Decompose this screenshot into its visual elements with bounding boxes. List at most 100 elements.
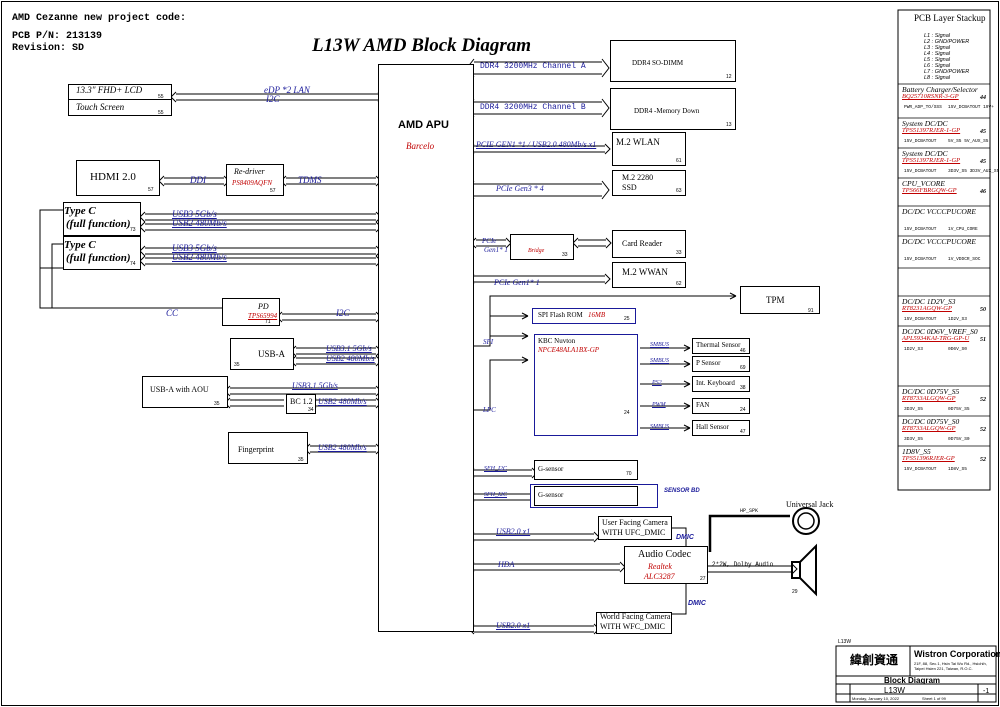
pcie-bridge-label-1: PCIe bbox=[482, 237, 497, 245]
project-code: AMD Cezanne new project code: bbox=[12, 13, 187, 24]
usba-usb31: USB3.1 5Gb/s bbox=[326, 344, 372, 353]
power-title: DC/DC 0D75V_S5 bbox=[902, 387, 960, 396]
tb-sheet: Sheet 1 of 99 bbox=[922, 696, 946, 701]
tb-rev: -1 bbox=[983, 688, 990, 695]
power-rail: 15V_DCBATOUT bbox=[904, 257, 937, 262]
fingerprint-usb2: USB2 480Mb/s bbox=[318, 443, 367, 452]
lcd-pin: 55 bbox=[158, 94, 164, 100]
fingerprint-block bbox=[228, 432, 308, 464]
smbus2-label: SMBUS bbox=[650, 358, 669, 364]
power-rail: 0D6V_S0 bbox=[948, 347, 967, 352]
fan-block bbox=[692, 398, 750, 414]
ddr-sodimm-label: DDR4 SO-DIMM bbox=[632, 59, 684, 67]
power-title: CPU_VCORE bbox=[902, 179, 945, 188]
sfh-i2c2-label: SFH_I2C bbox=[484, 492, 507, 498]
power-rail: 15V_DCBATOUT bbox=[904, 169, 937, 174]
bc12-pin: 34 bbox=[308, 407, 314, 413]
gsensor1-pin: 70 bbox=[626, 471, 632, 477]
hall-pin: 47 bbox=[740, 429, 746, 435]
cardreader-block bbox=[612, 230, 686, 258]
tpm-block bbox=[740, 286, 820, 314]
tpm-pin: 91 bbox=[808, 308, 814, 314]
typec1-usb3: USB3 5Gb/s bbox=[172, 209, 217, 219]
universal-jack-label: Universal Jack bbox=[786, 500, 834, 509]
ddr-a-label: DDR4 3200MHz Channel A bbox=[480, 62, 586, 71]
bridge-label: Bridge bbox=[528, 248, 545, 254]
universal-jack-icon bbox=[792, 507, 820, 535]
power-part: TPS66FBRGQW-GP bbox=[902, 187, 957, 194]
wwan-pin: 62 bbox=[676, 281, 682, 287]
power-rail: 15V_DCBATOUT 19V+ bbox=[948, 105, 994, 110]
typec2-block bbox=[63, 236, 141, 270]
wlan-label: M.2 WLAN bbox=[616, 137, 660, 147]
spi-label: SPI bbox=[483, 338, 494, 346]
ssd-label-2: SSD bbox=[622, 183, 637, 192]
tb-chinese: 緯創資通 bbox=[850, 653, 899, 667]
typec2-sub: (full function) bbox=[66, 252, 131, 264]
psensor-label: P Sensor bbox=[696, 359, 721, 367]
fingerprint-label: Fingerprint bbox=[238, 445, 274, 454]
i2c-pd-label: I2C bbox=[336, 308, 350, 318]
hdmi-block bbox=[76, 160, 160, 196]
pd-pin: 71 bbox=[265, 319, 271, 325]
power-page: 50 bbox=[980, 307, 986, 313]
pwm-label: PWM bbox=[652, 402, 666, 408]
pd-label: PD bbox=[258, 302, 269, 311]
stackup-layer: L6 : Signal bbox=[924, 63, 950, 69]
power-rail: 3D3V_S5 bbox=[904, 407, 923, 412]
power-rail: 3D3V_S5 3D3V_AUX_S5 bbox=[948, 169, 1000, 174]
stackup-layer: L8 : Signal bbox=[924, 75, 950, 81]
bc12-label: BC 1.2 bbox=[290, 397, 313, 406]
fan-label: FAN bbox=[696, 401, 710, 409]
pd-block bbox=[222, 298, 280, 326]
spi-rom-pin: 25 bbox=[624, 316, 630, 322]
power-rail: 0D75V_S5 bbox=[948, 407, 970, 412]
typec2-usb2: USB2 480Mb/s bbox=[172, 252, 227, 262]
lcd-label: 13.3" FHD+ LCD bbox=[76, 85, 143, 95]
typec2-pin: 74 bbox=[130, 261, 136, 267]
ddr-b-label: DDR4 3200MHz Channel B bbox=[480, 103, 586, 112]
usba-usb2: USB2 480Mb/s bbox=[326, 354, 375, 363]
typec2-usb3: USB3 5Gb/s bbox=[172, 243, 217, 253]
wlan-block bbox=[612, 132, 686, 166]
power-title: Battery Charger/Selector bbox=[902, 85, 978, 94]
psensor-pin: 69 bbox=[740, 365, 746, 371]
typec1-label: Type C bbox=[64, 205, 96, 217]
tb-doc-no: L13W bbox=[884, 686, 905, 695]
psensor-block bbox=[692, 356, 750, 372]
ddr-down-pin: 13 bbox=[726, 122, 732, 128]
power-page: 45 bbox=[980, 129, 986, 135]
hp-spk-label: HP_SPK bbox=[740, 508, 759, 514]
codec-part: ALC3287 bbox=[644, 572, 675, 581]
ddi-label: DDI bbox=[190, 175, 206, 185]
sfh-i2c1-label: SFH_I2C bbox=[484, 466, 507, 472]
codec-vendor: Realtek bbox=[648, 562, 672, 571]
keyboard-label: Int. Keyboard bbox=[696, 379, 735, 387]
ddr-down-label: DDR4 -Memory Down bbox=[634, 107, 700, 115]
spi-rom-label: SPI Flash ROM bbox=[538, 311, 583, 319]
kbc-pin: 24 bbox=[624, 410, 630, 416]
redriver-pin: 57 bbox=[270, 188, 276, 194]
keyboard-pin: 38 bbox=[740, 385, 746, 391]
power-part: APL5934KAI-TRG-GP-U bbox=[902, 335, 970, 342]
revision: Revision: SD bbox=[12, 43, 85, 54]
codec-pin: 27 bbox=[700, 576, 706, 582]
pcie-bridge-label-2: Gen1* 1 bbox=[484, 246, 508, 254]
power-rail: 1D2V_S3 bbox=[948, 317, 967, 322]
dmic2-label: DMIC bbox=[688, 600, 706, 607]
power-part: RT8733ALGQW-GP bbox=[902, 395, 956, 402]
audio-codec-block bbox=[624, 546, 708, 584]
thermal-block bbox=[692, 338, 750, 354]
tb-project-tag: L13W bbox=[838, 639, 852, 645]
typec1-block bbox=[63, 202, 141, 236]
power-part: RT8733ALGQW-GP bbox=[902, 425, 956, 432]
power-part: TPS51396RJER-GP bbox=[902, 455, 955, 462]
power-part: RT8231AGQW-GP bbox=[902, 305, 952, 312]
smbus3-label: SMBUS bbox=[650, 424, 669, 430]
power-title: DC/DC VCCCPUCORE bbox=[902, 207, 976, 216]
i2c-lcd-label: I2C bbox=[266, 94, 280, 104]
tdms-label: TDMS bbox=[298, 175, 322, 185]
tb-company: Wistron Corporation bbox=[914, 649, 1000, 659]
gsensor2-block bbox=[534, 486, 638, 506]
